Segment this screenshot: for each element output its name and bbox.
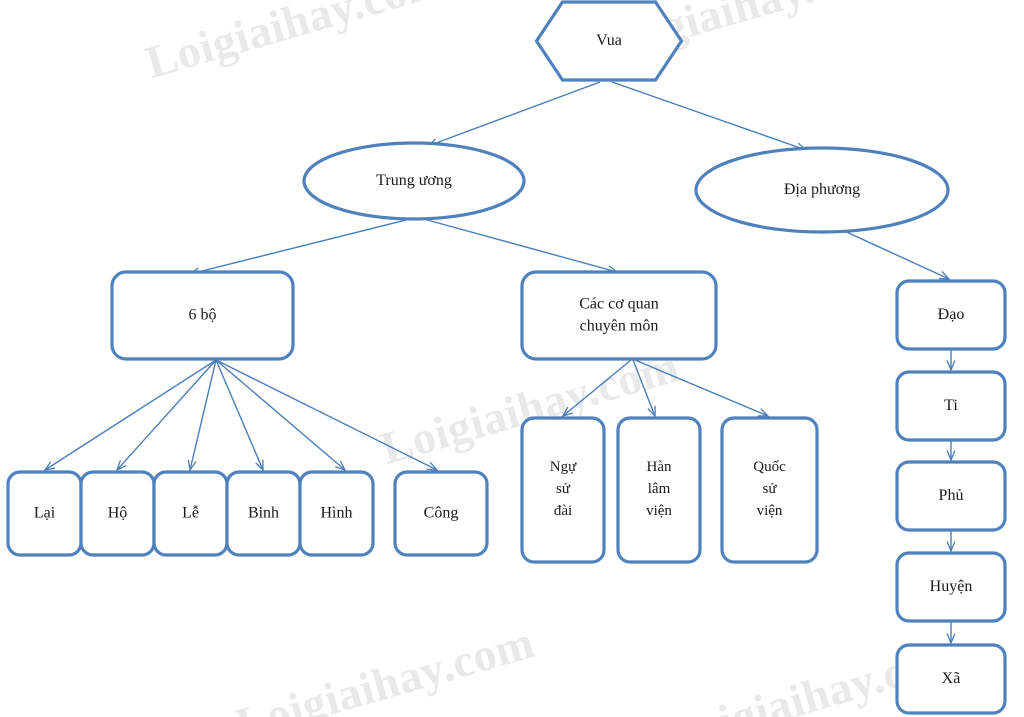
edge-sau-bo-to-hinh [215, 359, 345, 470]
node-binh-label: Binh [248, 504, 279, 521]
node-trung-uong[interactable]: Trung ương [302, 141, 526, 221]
rounded-rect-shape [895, 279, 1007, 351]
ellipse-shape [302, 141, 526, 221]
node-binh[interactable]: Binh [225, 470, 302, 557]
edges-group [45, 81, 951, 643]
node-vua[interactable]: Vua [534, 0, 684, 82]
node-phu-label: Phủ [939, 487, 964, 504]
edge-trung-uong-to-cac-co-quan [419, 217, 617, 272]
edge-vua-to-trung-uong [428, 81, 601, 146]
node-lai[interactable]: Lại [6, 470, 83, 557]
rounded-rect-shape [110, 270, 295, 361]
node-dia-phuong[interactable]: Địa phương [694, 146, 950, 234]
hexagon-shape [534, 0, 684, 82]
rounded-rect-shape [895, 460, 1007, 532]
rounded-rect-shape [520, 270, 718, 361]
edge-vua-to-dia-phuong [611, 81, 806, 150]
node-huyen[interactable]: Huyện [895, 551, 1007, 623]
node-le[interactable]: Lễ [152, 470, 229, 557]
node-huyen-label: Huyện [930, 578, 973, 595]
rounded-rect-shape [616, 416, 702, 564]
node-vua-label: Vua [596, 32, 622, 49]
node-cong[interactable]: Công [393, 470, 489, 557]
node-sau-bo-label: 6 bộ [189, 306, 217, 323]
node-hinh-label: Hình [321, 504, 353, 521]
node-hinh[interactable]: Hình [298, 470, 375, 557]
node-dao[interactable]: Đạo [895, 279, 1007, 351]
node-ho[interactable]: Hộ [79, 470, 156, 557]
rounded-rect-shape [895, 643, 1007, 715]
edge-cac-co-quan-to-quoc-su-vien [634, 359, 768, 416]
node-dao-label: Đạo [938, 306, 965, 323]
rounded-rect-shape [895, 551, 1007, 623]
node-ti[interactable]: Ti [895, 370, 1007, 442]
node-dia-phuong-label: Địa phương [784, 181, 860, 198]
node-ti-label: Ti [944, 397, 958, 414]
rounded-rect-shape [393, 470, 489, 557]
edge-trung-uong-to-sau-bo [190, 217, 415, 274]
edge-sau-bo-to-cong [215, 359, 437, 470]
edge-sau-bo-to-ho [117, 359, 217, 470]
edge-cac-co-quan-to-han-lam-vien [632, 359, 655, 416]
edge-sau-bo-to-le [190, 359, 217, 470]
node-lai-label: Lại [34, 504, 56, 521]
node-sau-bo[interactable]: 6 bộ [110, 270, 295, 361]
rounded-rect-shape [520, 416, 606, 564]
node-xa-label: Xã [942, 670, 961, 687]
rounded-rect-shape [895, 370, 1007, 442]
node-ho-label: Hộ [108, 504, 128, 521]
node-cong-label: Công [424, 504, 459, 521]
rounded-rect-shape [720, 416, 819, 564]
ellipse-shape [694, 146, 950, 234]
node-phu[interactable]: Phủ [895, 460, 1007, 532]
edge-dia-phuong-to-dao [839, 228, 949, 279]
edge-sau-bo-to-binh [215, 359, 263, 470]
edge-cac-co-quan-to-ngu-su-dai [563, 359, 632, 416]
rounded-rect-shape [298, 470, 375, 557]
node-le-label: Lễ [182, 504, 199, 521]
node-xa[interactable]: Xã [895, 643, 1007, 715]
node-trung-uong-label: Trung ương [376, 172, 452, 189]
edge-sau-bo-to-lai [45, 359, 217, 470]
